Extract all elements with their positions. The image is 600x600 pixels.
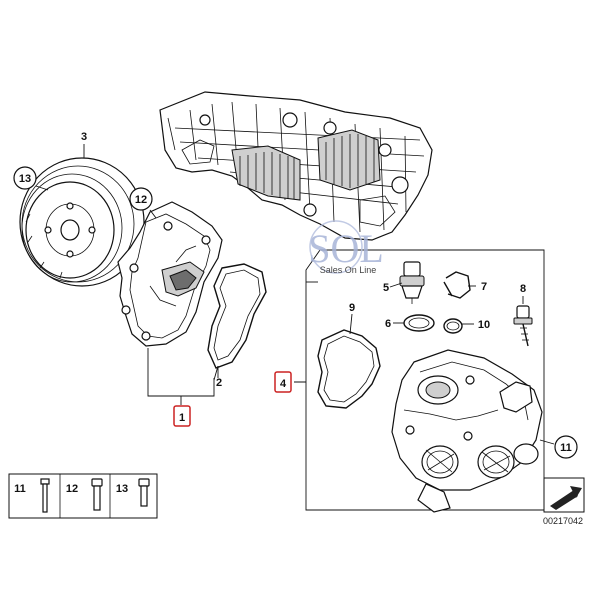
watermark: SOL Sales On Line [308,220,384,275]
leader-lines [35,144,555,445]
svg-text:SOL: SOL [308,226,384,271]
callout-13: 13 [13,166,37,190]
callout-9: 9 [349,302,355,314]
callout-8: 8 [520,283,526,295]
water-pump-part-12 [117,201,223,347]
svg-text:7: 7 [481,281,487,293]
svg-text:8: 8 [520,283,526,295]
callout-12: 12 [129,187,153,211]
svg-text:12: 12 [135,194,147,206]
svg-text:12: 12 [66,483,78,495]
sensor-part-5 [399,261,425,304]
diagram-number: 00217042 [543,516,583,526]
callout-11: 11 [554,435,578,459]
svg-text:5: 5 [383,282,389,294]
o-ring-part-10 [443,318,463,334]
gasket-part-9 [317,329,381,409]
callout-7: 7 [481,281,487,293]
svg-text:2: 2 [216,377,222,389]
callout-2: 2 [216,377,222,389]
svg-text:11: 11 [560,442,572,454]
svg-text:9: 9 [349,302,355,314]
svg-text:1: 1 [179,412,185,424]
callout-3: 3 [81,131,87,143]
reference-icon [543,477,585,513]
callout-10: 10 [478,319,490,331]
svg-text:6: 6 [385,318,391,330]
gasket-part-2 [207,263,267,369]
group-frame-4 [294,249,545,511]
pulley-part-3 [19,157,145,287]
callout-5: 5 [383,282,389,294]
bolt-11-icon [40,478,50,513]
svg-text:13: 13 [116,483,128,495]
callout-6: 6 [385,318,391,330]
bleed-screw-part-8 [513,305,533,347]
svg-text:Sales On Line: Sales On Line [320,265,377,275]
svg-text:4: 4 [280,378,287,390]
callout-4: 4 [274,371,292,393]
bolt-12-icon [91,478,103,511]
thermostat-housing [391,349,543,513]
bolt-legend: 11 12 13 [8,473,158,519]
svg-text:10: 10 [478,319,490,331]
clip-part-7 [443,271,471,299]
o-ring-part-6 [403,314,435,332]
svg-text:13: 13 [19,173,31,185]
engine-block [159,91,433,241]
callout-1: 1 [173,405,191,427]
svg-text:11: 11 [14,483,26,495]
group-bracket-1 [147,348,219,405]
svg-text:3: 3 [81,131,87,143]
bolt-13-icon [138,478,150,507]
